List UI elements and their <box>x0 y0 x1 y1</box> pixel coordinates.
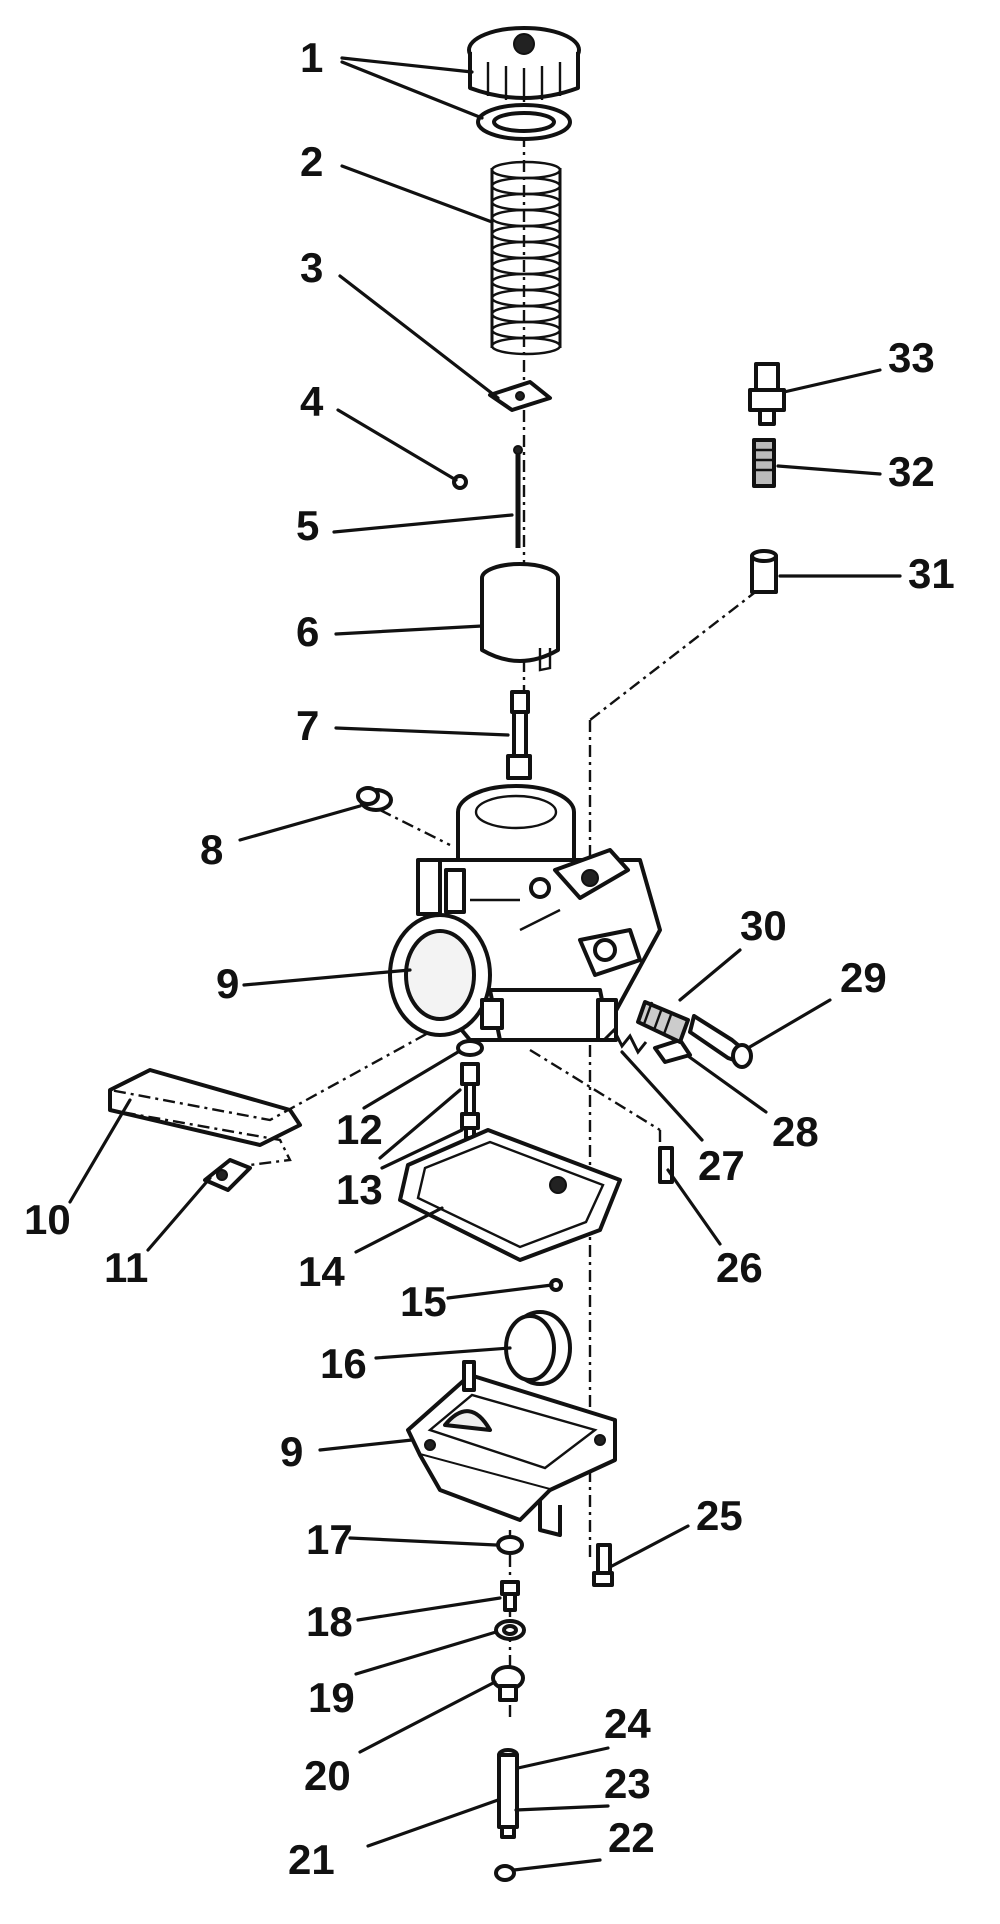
callout-label-27: 27 <box>698 1142 745 1189</box>
part-main-jet <box>496 1535 524 1555</box>
part-cap-washer <box>476 103 572 141</box>
part-float <box>504 1310 572 1386</box>
callout-label-31: 31 <box>908 550 955 597</box>
part-cap-nut <box>467 26 581 102</box>
part-adjuster-spring <box>752 438 776 488</box>
part-idle-adjust-screw <box>653 1038 692 1064</box>
callout-label-6: 6 <box>296 608 319 655</box>
callout-label-10: 10 <box>24 1196 71 1243</box>
callout-label-9-lower: 9 <box>280 1428 303 1475</box>
part-starter-jet <box>497 1748 519 1839</box>
callout-label-13: 13 <box>336 1166 383 1213</box>
part-throttle-stop-screw <box>688 1014 753 1069</box>
part-idle-screw <box>658 1146 674 1184</box>
part-o-ring <box>494 1619 526 1641</box>
part-needle-jet <box>506 690 532 780</box>
callout-label-29: 29 <box>840 954 887 1001</box>
callout-label-7: 7 <box>296 702 319 749</box>
callout-label-12: 12 <box>336 1106 383 1153</box>
part-clip-plate <box>488 380 552 412</box>
callout-label-28: 28 <box>772 1108 819 1155</box>
callout-labels: 1 2 3 4 5 6 7 8 9 10 11 12 13 14 15 16 9… <box>24 34 955 1883</box>
callout-label-8: 8 <box>200 826 223 873</box>
part-throttle-stop-spring <box>636 1000 690 1044</box>
callout-label-14: 14 <box>298 1248 345 1295</box>
part-bowl-gasket <box>398 1128 622 1262</box>
callout-label-5: 5 <box>296 502 319 549</box>
part-drain-plug <box>491 1665 525 1702</box>
callout-label-21: 21 <box>288 1836 335 1883</box>
callout-label-1: 1 <box>300 34 323 81</box>
callout-label-20: 20 <box>304 1752 351 1799</box>
callout-label-23: 23 <box>604 1760 651 1807</box>
leader-lines <box>68 56 902 1872</box>
callout-label-9: 9 <box>216 960 239 1007</box>
part-cable-adjuster <box>748 362 786 426</box>
callout-label-26: 26 <box>716 1244 763 1291</box>
part-bracket-clip <box>203 1158 252 1192</box>
callout-label-3: 3 <box>300 244 323 291</box>
callout-label-4: 4 <box>300 378 324 425</box>
part-plug-cap <box>356 786 393 812</box>
part-cable-socket <box>750 549 778 594</box>
part-carburetor-body <box>388 784 662 1042</box>
part-throttle-slide <box>480 562 560 672</box>
callout-label-2: 2 <box>300 138 323 185</box>
part-jet-needle <box>513 445 523 548</box>
callout-label-24: 24 <box>604 1700 651 1747</box>
callout-label-18: 18 <box>306 1598 353 1645</box>
part-bowl-screw <box>592 1543 614 1587</box>
callout-label-32: 32 <box>888 448 935 495</box>
part-pilot-jet <box>456 1039 484 1140</box>
callout-label-19: 19 <box>308 1674 355 1721</box>
part-e-clip <box>452 474 468 490</box>
part-cable-bracket <box>108 1068 302 1147</box>
callout-label-17: 17 <box>306 1516 353 1563</box>
callout-label-22: 22 <box>608 1814 655 1861</box>
part-spring <box>490 160 562 356</box>
callout-label-11: 11 <box>104 1244 148 1291</box>
part-jet-holder <box>500 1580 520 1612</box>
part-idle-spring <box>602 1027 648 1055</box>
callout-label-15: 15 <box>400 1278 447 1325</box>
callout-label-30: 30 <box>740 902 787 949</box>
part-float-bowl <box>406 1360 617 1537</box>
part-bottom-washer <box>494 1864 516 1882</box>
callout-label-25: 25 <box>696 1492 743 1539</box>
callout-label-16: 16 <box>320 1340 367 1387</box>
callout-label-33: 33 <box>888 334 935 381</box>
